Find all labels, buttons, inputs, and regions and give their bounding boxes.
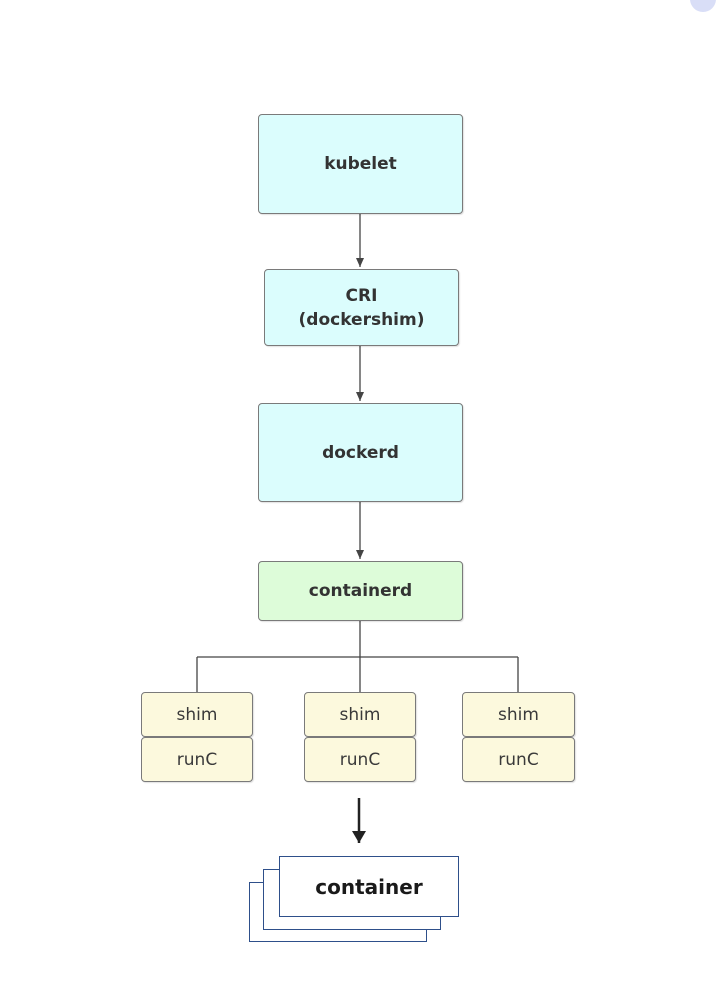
runc-node-2: runC <box>304 737 416 782</box>
shim-label-2: shim <box>339 704 381 725</box>
runc-label-3: runC <box>498 749 539 770</box>
runc-node-3: runC <box>462 737 575 782</box>
container-stack-front: container <box>279 856 459 917</box>
cri-node: CRI (dockershim) <box>264 269 459 346</box>
runc-node-1: runC <box>141 737 253 782</box>
runc-label-2: runC <box>339 749 381 770</box>
containerd-node: containerd <box>258 561 463 621</box>
dockerd-node: dockerd <box>258 403 463 502</box>
shim-label-1: shim <box>176 704 218 725</box>
cri-label: CRI <box>345 285 378 306</box>
shim-node-2: shim <box>304 692 416 737</box>
kubelet-label: kubelet <box>324 154 397 174</box>
runc-label-1: runC <box>176 749 218 770</box>
shim-node-1: shim <box>141 692 253 737</box>
shim-label-3: shim <box>498 704 539 725</box>
containerd-label: containerd <box>308 581 413 601</box>
shim-node-3: shim <box>462 692 575 737</box>
cri-sublabel: (dockershim) <box>298 309 425 330</box>
container-label: container <box>315 874 423 899</box>
corner-decoration <box>690 0 716 12</box>
kubelet-node: kubelet <box>258 114 463 214</box>
dockerd-label: dockerd <box>322 442 399 463</box>
